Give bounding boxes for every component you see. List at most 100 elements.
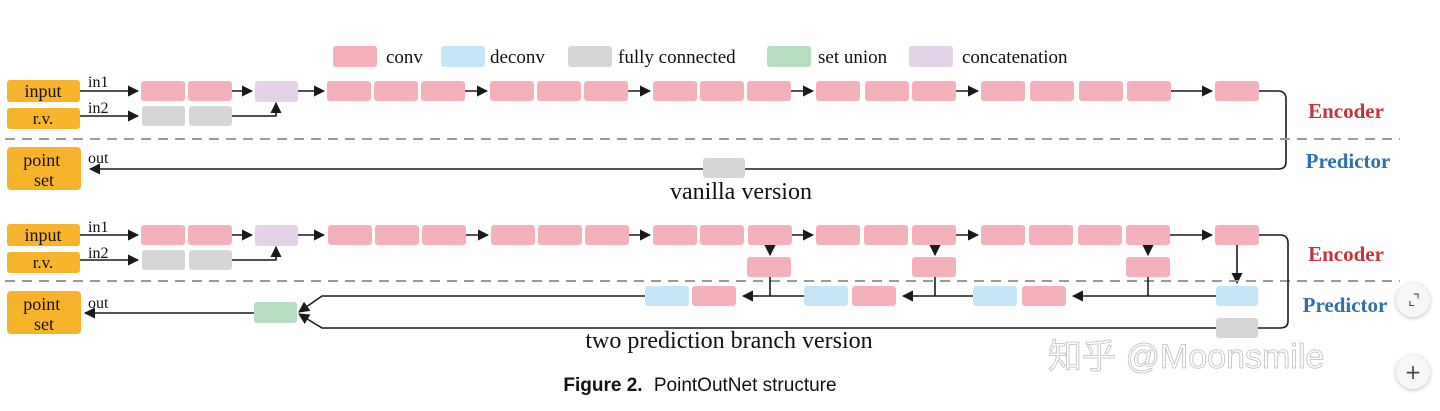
- out-label: out: [88, 150, 109, 167]
- rv-label: r.v.: [33, 109, 54, 128]
- rv-box: [7, 108, 80, 129]
- conv-block: [538, 225, 582, 245]
- fc-block: [1216, 318, 1258, 338]
- point-set-box: [7, 147, 81, 190]
- fc-block: [703, 158, 745, 178]
- legend-label-concatenation: concatenation: [962, 47, 1068, 68]
- deconv-block: [973, 286, 1017, 306]
- legend-swatch-conv: [333, 46, 377, 67]
- fc-block: [189, 250, 232, 270]
- conv-block: [141, 225, 185, 245]
- vanilla-diagram: input r.v. in1 in2: [5, 74, 1400, 205]
- vanilla-caption: vanilla version: [670, 179, 812, 205]
- legend-swatch-set-union: [767, 46, 811, 67]
- point-set-label: point set: [23, 294, 65, 334]
- conv-block: [1078, 225, 1122, 245]
- conv-block: [1215, 225, 1259, 245]
- conv-block: [585, 225, 629, 245]
- plus-icon: +: [1404, 360, 1422, 384]
- conv-block: [1126, 257, 1170, 277]
- conv-block: [912, 81, 956, 101]
- conv-block: [912, 225, 956, 245]
- legend-swatch-deconv: [441, 46, 485, 67]
- deconv-block: [1216, 286, 1258, 306]
- in2-label: in2: [88, 100, 108, 117]
- collapse-button[interactable]: ⌞⌝: [1396, 283, 1430, 317]
- conv-block: [692, 286, 736, 306]
- figure-caption-text: PointOutNet structure: [654, 375, 837, 396]
- conv-block: [653, 81, 697, 101]
- collapse-icon: ⌞⌝: [1407, 291, 1420, 309]
- conv-block: [748, 225, 792, 245]
- conv-block: [1127, 81, 1171, 101]
- legend-label-conv: conv: [386, 47, 423, 68]
- conv-block: [1215, 81, 1259, 101]
- fc-block: [142, 250, 185, 270]
- predictor-label: Predictor: [1303, 293, 1388, 317]
- conv-block: [1126, 225, 1170, 245]
- conv-block: [188, 225, 232, 245]
- conv-block: [700, 225, 744, 245]
- legend-label-deconv: deconv: [490, 47, 545, 68]
- fc-block: [142, 106, 185, 126]
- point-set-line: set: [34, 314, 54, 334]
- input-box: [7, 80, 80, 102]
- encoder-label: Encoder: [1308, 242, 1384, 266]
- conv-block: [653, 225, 697, 245]
- predictor-label: Predictor: [1306, 149, 1391, 173]
- in1-label: in1: [88, 74, 108, 91]
- set-union-block: [254, 302, 297, 323]
- conv-block: [374, 81, 418, 101]
- two-branch-caption: two prediction branch version: [585, 328, 872, 354]
- point-set-line: set: [34, 170, 54, 190]
- conv-block: [747, 81, 791, 101]
- in1-label: in1: [88, 219, 108, 236]
- conv-block: [188, 81, 232, 101]
- conv-block: [490, 81, 534, 101]
- conv-block: [981, 225, 1025, 245]
- concat-block: [255, 225, 298, 246]
- conv-block: [747, 257, 791, 277]
- conv-block: [816, 81, 860, 101]
- conv-block: [537, 81, 581, 101]
- figure-caption: Figure 2. PointOutNet structure: [563, 375, 836, 396]
- input-label: input: [24, 225, 61, 245]
- deconv-block: [645, 286, 689, 306]
- deconv-block: [804, 286, 848, 306]
- conv-block: [864, 225, 908, 245]
- rv-label: r.v.: [33, 253, 54, 272]
- watermark: 知乎 @Moonsmile: [1048, 338, 1324, 376]
- out-label: out: [88, 295, 109, 312]
- encoder-to-predictor-connector: [88, 90, 1287, 175]
- input-box: [7, 224, 80, 246]
- input-label: input: [24, 81, 61, 101]
- conv-block: [1079, 81, 1123, 101]
- conv-block: [491, 225, 535, 245]
- conv-block: [981, 81, 1025, 101]
- in2-label: in2: [88, 245, 108, 262]
- legend-swatch-concatenation: [909, 46, 953, 67]
- conv-block: [375, 225, 419, 245]
- encoder-to-fc-connector: [1258, 234, 1289, 329]
- concat-block: [255, 81, 298, 102]
- conv-block: [700, 81, 744, 101]
- legend: conv deconv fully connected set union co…: [333, 46, 1068, 68]
- conv-block: [422, 225, 466, 245]
- fc-to-union-arrow: [298, 313, 1216, 329]
- point-set-line: point: [23, 150, 60, 170]
- fc-to-concat-arrow: [232, 245, 282, 261]
- conv-block: [816, 225, 860, 245]
- conv-block: [865, 81, 909, 101]
- encoder-label: Encoder: [1308, 99, 1384, 123]
- legend-label-fully-connected: fully connected: [618, 47, 736, 68]
- conv-block: [1022, 286, 1066, 306]
- fc-to-concat-arrow: [232, 101, 282, 117]
- point-set-label: point set: [23, 150, 65, 190]
- point-set-box: [7, 291, 81, 334]
- conv-block: [328, 225, 372, 245]
- zoom-in-button[interactable]: +: [1396, 355, 1430, 389]
- point-set-line: point: [23, 294, 60, 314]
- conv-block: [912, 257, 956, 277]
- legend-label-set-union: set union: [818, 47, 888, 68]
